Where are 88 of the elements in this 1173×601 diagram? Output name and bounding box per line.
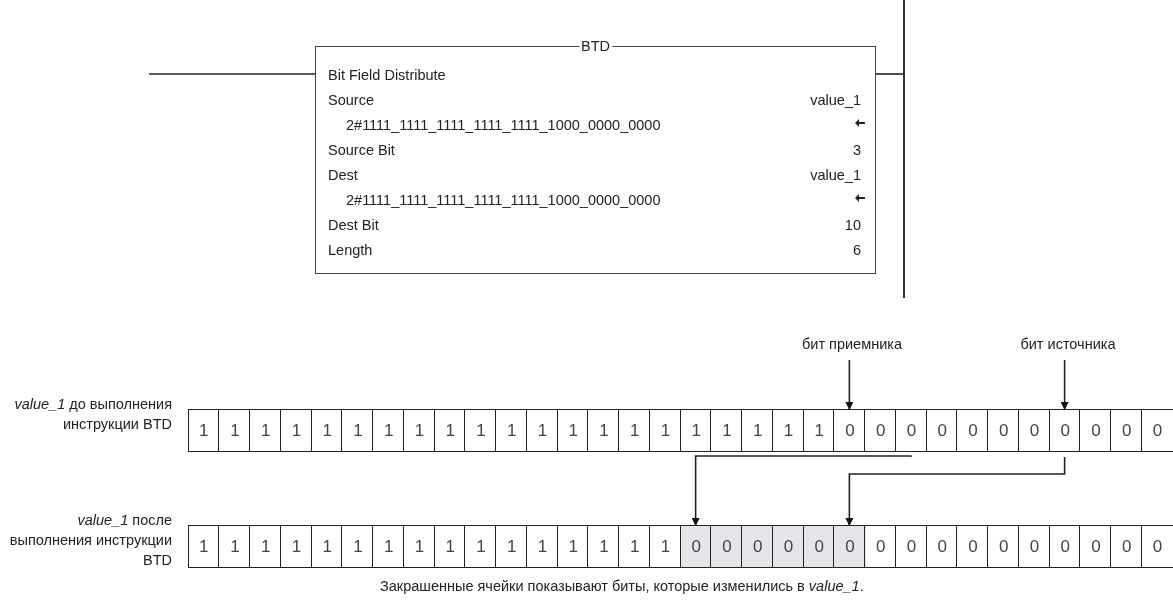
- bit-cell: 0: [894, 526, 927, 567]
- parameter-value: value_1: [810, 92, 861, 109]
- parameter-label: 2#1111_1111_1111_1111_1111_1000_0000_0000: [346, 192, 661, 209]
- parameter-label: 2#1111_1111_1111_1111_1111_1000_0000_0000: [346, 117, 661, 134]
- bit-cell: 0: [741, 526, 774, 567]
- bit-cell: 0: [1110, 526, 1143, 567]
- parameter-label: Source: [328, 92, 374, 109]
- bit-cell: 1: [402, 410, 435, 451]
- pointer-label: бит приемника: [802, 336, 902, 352]
- parameter-label: Dest Bit: [328, 217, 379, 234]
- parameter-value: 10: [844, 217, 861, 234]
- bit-cell: 1: [249, 410, 282, 451]
- bit-cell: 0: [1110, 410, 1143, 451]
- arrow: [845, 456, 1066, 527]
- bit-cell: 1: [341, 526, 374, 567]
- pointer-label: бит источника: [1020, 336, 1116, 352]
- bit-cell: 0: [956, 410, 989, 451]
- bit-cell: 1: [771, 410, 804, 451]
- bit-cell: 0: [987, 526, 1020, 567]
- bit-cell: 0: [864, 410, 897, 451]
- rung-wire: [875, 73, 904, 75]
- rung-wire: [148, 73, 316, 75]
- bit-cell: 1: [341, 410, 374, 451]
- bit-cell: 0: [833, 410, 866, 451]
- arrow: [845, 359, 854, 411]
- bit-cell: 0: [1079, 410, 1112, 451]
- bit-cell: 1: [587, 526, 620, 567]
- bit-cell: 1: [741, 410, 774, 451]
- bit-cell: 1: [495, 410, 528, 451]
- bit-cell: 1: [187, 526, 220, 567]
- bit-cell: 0: [864, 526, 897, 567]
- bit-cell: 1: [279, 526, 312, 567]
- parameter-label: Dest: [328, 167, 358, 184]
- bit-cell: 0: [1140, 526, 1173, 567]
- bit-cell: 1: [218, 526, 251, 567]
- bit-cell: 0: [679, 526, 712, 567]
- arrow: [691, 455, 912, 527]
- bit-cell: 1: [464, 410, 497, 451]
- bit-cell: 1: [710, 410, 743, 451]
- bit-cell: 1: [679, 410, 712, 451]
- bit-cell: 0: [1017, 526, 1050, 567]
- bit-register: [188, 409, 1173, 452]
- bit-cell: 1: [372, 526, 405, 567]
- bit-cell: 1: [648, 410, 681, 451]
- bit-cell: 1: [433, 526, 466, 567]
- bit-cell: 0: [925, 526, 958, 567]
- bit-cell: 1: [802, 410, 835, 451]
- arrow: [1060, 359, 1069, 411]
- parameter-value: 6: [852, 242, 861, 259]
- bit-cell: 1: [187, 410, 220, 451]
- bit-cell: 0: [833, 526, 866, 567]
- bit-cell: 1: [433, 410, 466, 451]
- bit-register: [188, 525, 1173, 568]
- bit-cell: 1: [618, 526, 651, 567]
- parameter-label: Bit Field Distribute: [328, 67, 446, 84]
- bit-cell: 1: [310, 410, 343, 451]
- parameter-label: Source Bit: [328, 142, 395, 159]
- bit-cell: 1: [464, 526, 497, 567]
- bit-cell: 1: [587, 410, 620, 451]
- bit-cell: 0: [987, 410, 1020, 451]
- parameter-label: Length: [328, 242, 373, 259]
- bit-cell: 0: [1048, 526, 1081, 567]
- bit-cell: 0: [1079, 526, 1112, 567]
- bit-cell: 1: [556, 526, 589, 567]
- bit-cell: 0: [1017, 410, 1050, 451]
- row-label: value_1 после выполнения инструкции BTD: [8, 511, 172, 570]
- bit-cell: 1: [310, 526, 343, 567]
- bit-cell: 0: [710, 526, 743, 567]
- bit-cell: 0: [925, 410, 958, 451]
- bit-cell: 0: [1140, 410, 1173, 451]
- bit-cell: 0: [1048, 410, 1081, 451]
- bit-cell: 1: [372, 410, 405, 451]
- parameter-value: 3: [852, 142, 861, 159]
- bit-cell: 1: [249, 526, 282, 567]
- bit-cell: 1: [525, 526, 558, 567]
- bit-cell: 1: [495, 526, 528, 567]
- bit-cell: 1: [279, 410, 312, 451]
- bit-cell: 0: [894, 410, 927, 451]
- bit-cell: 1: [218, 410, 251, 451]
- bit-cell: 1: [402, 526, 435, 567]
- parameter-value: value_1: [810, 167, 861, 184]
- bit-cell: 0: [956, 526, 989, 567]
- bit-cell: 1: [556, 410, 589, 451]
- row-label: value_1 до выполнения инструкции BTD: [13, 395, 172, 434]
- bit-cell: 1: [618, 410, 651, 451]
- bit-cell: 1: [525, 410, 558, 451]
- bit-cell: 0: [802, 526, 835, 567]
- caption: Закрашенные ячейки показывают биты, которые изменились в value_1.: [380, 578, 864, 594]
